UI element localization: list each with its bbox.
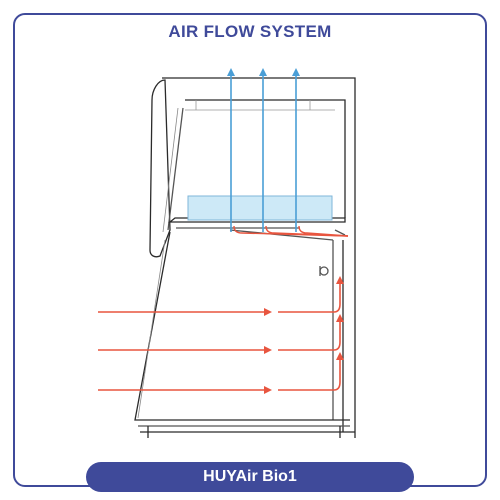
front-sash-glass xyxy=(149,79,171,258)
cabinet-rear-top-edge xyxy=(162,77,356,438)
hepa-filter xyxy=(187,195,333,221)
recirculation-arrows xyxy=(333,276,344,391)
product-badge: HUYAir Bio1 xyxy=(86,462,414,492)
recirculation-arrow-2 xyxy=(333,314,344,351)
cabinet-outline xyxy=(134,77,356,438)
recirculation-arrow-1 xyxy=(333,276,344,313)
exhaust-housing xyxy=(185,99,346,218)
outer-frame xyxy=(13,13,487,487)
recirculation-arrow-3 xyxy=(333,352,344,391)
front-panel xyxy=(134,231,171,421)
return-flow-3 xyxy=(298,225,349,237)
exhaust-arrows xyxy=(227,68,300,232)
return-flow-2 xyxy=(265,225,349,237)
inflow-arrows xyxy=(98,308,334,394)
return-flow-1 xyxy=(233,225,349,237)
filter-return-flow xyxy=(233,225,349,237)
product-name: HUYAir Bio1 xyxy=(203,468,297,485)
page-title: AIR FLOW SYSTEM xyxy=(168,22,332,41)
